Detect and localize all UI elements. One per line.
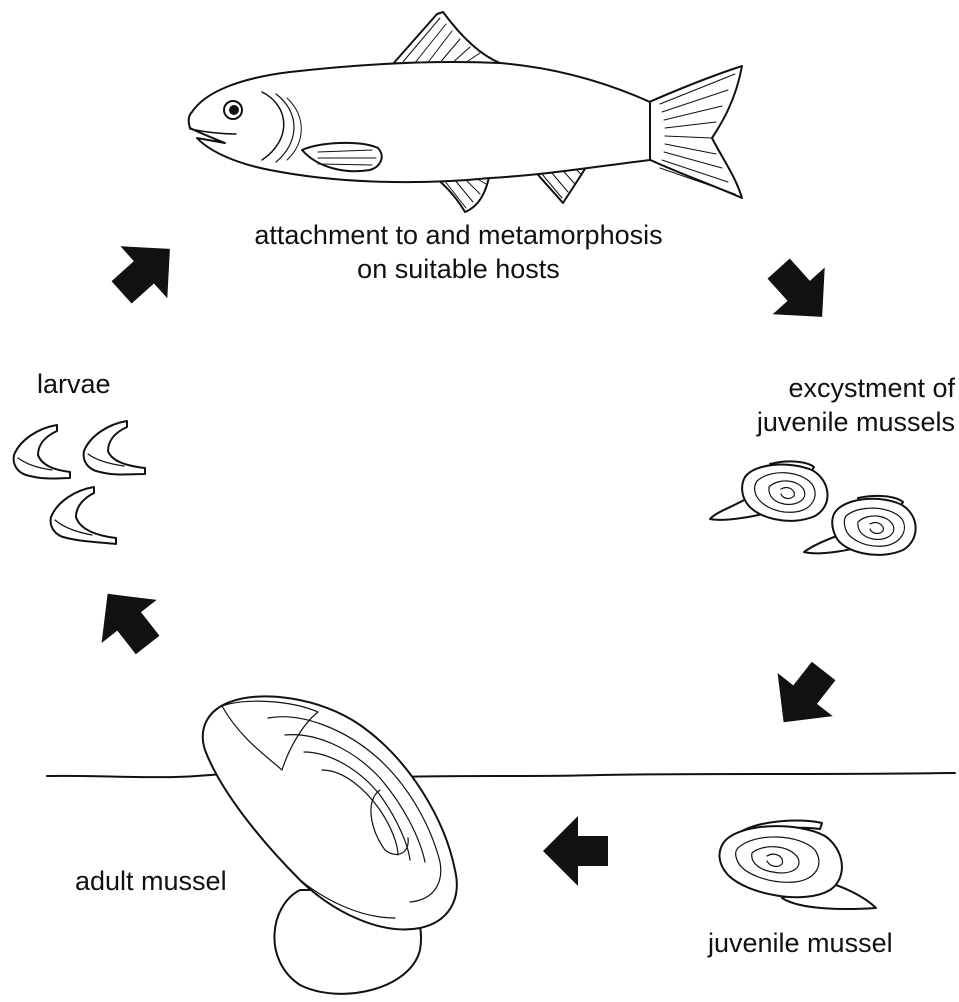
larva-icon: [84, 421, 145, 475]
larva-icon: [51, 487, 116, 544]
adult-mussel-label: adult mussel: [75, 864, 227, 898]
cycle-arrow-icon: [543, 816, 608, 886]
juvenile-mussel-label: juvenile mussel: [708, 926, 893, 960]
juvenile-mussel-icon: [719, 821, 876, 909]
adult-mussel-icon: [203, 696, 457, 993]
cycle-arrows: [80, 223, 851, 886]
host-attachment-label: attachment to and metamorphosis on suita…: [0, 218, 959, 286]
excystment-label-line1: excystment of: [757, 371, 955, 405]
larvae-label: larvae: [37, 367, 111, 401]
host-fish-icon: [189, 12, 742, 212]
host-attachment-label-line1: attachment to and metamorphosis: [0, 218, 938, 252]
cycle-arrow-icon: [80, 572, 175, 666]
cycle-arrow-icon: [756, 649, 851, 743]
juvenile-mussel-icon: [710, 461, 916, 554]
larva-icon: [14, 425, 70, 479]
host-attachment-label-line2: on suitable hosts: [0, 252, 938, 286]
excystment-label: excystment of juvenile mussels: [757, 371, 955, 439]
sediment-line: [47, 773, 955, 777]
excystment-label-line2: juvenile mussels: [757, 405, 955, 439]
